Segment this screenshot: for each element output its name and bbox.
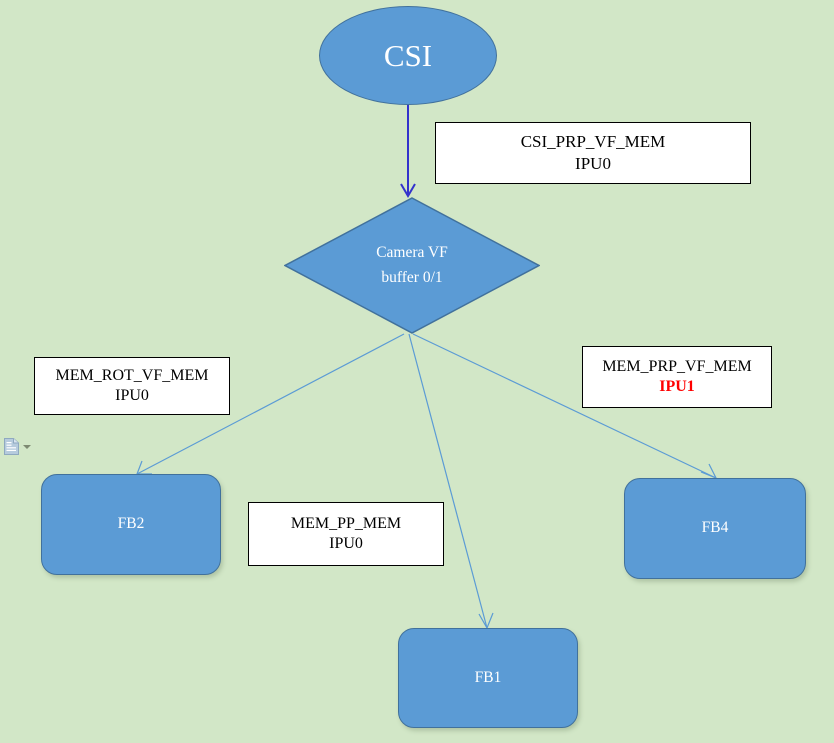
paste-options-smart-tag[interactable] <box>4 438 31 455</box>
annotation-mem-pp-mem-line1: MEM_PP_MEM <box>290 514 402 532</box>
annotation-mem-rot-vf-mem-line2: IPU0 <box>115 387 149 404</box>
paste-options-icon[interactable] <box>4 438 19 455</box>
node-fb4-label: FB4 <box>701 519 729 537</box>
chevron-down-icon[interactable] <box>23 444 31 449</box>
node-fb4[interactable]: FB4 <box>624 478 806 579</box>
node-fb1[interactable]: FB1 <box>398 628 578 728</box>
annotation-mem-prp-vf-mem-line1: MEM_PRP_VF_MEM <box>602 357 752 375</box>
annotation-mem-pp-mem[interactable]: MEM_PP_MEM IPU0 <box>248 502 444 566</box>
node-csi-label: CSI <box>383 37 433 73</box>
annotation-csi-prp-vf-mem[interactable]: CSI_PRP_VF_MEM IPU0 <box>435 122 751 184</box>
annotation-mem-prp-vf-mem[interactable]: MEM_PRP_VF_MEM IPU1 <box>582 346 772 408</box>
node-camera-vf-buffer-line2: buffer 0/1 <box>381 268 443 286</box>
node-fb2[interactable]: FB2 <box>41 474 221 575</box>
annotation-csi-prp-vf-mem-line1: CSI_PRP_VF_MEM <box>520 132 666 152</box>
node-camera-vf-buffer-text: Camera VF buffer 0/1 <box>284 197 540 334</box>
diamond-shape <box>284 197 540 334</box>
node-fb1-label: FB1 <box>474 668 502 686</box>
node-camera-vf-buffer[interactable]: Camera VF buffer 0/1 <box>284 197 540 334</box>
annotation-mem-rot-vf-mem-line1: MEM_ROT_VF_MEM <box>55 366 209 384</box>
annotation-csi-prp-vf-mem-line2: IPU0 <box>575 154 611 173</box>
annotation-mem-pp-mem-line2: IPU0 <box>329 535 363 552</box>
annotation-mem-rot-vf-mem[interactable]: MEM_ROT_VF_MEM IPU0 <box>34 357 230 415</box>
node-csi[interactable]: CSI <box>319 6 497 105</box>
edge-csi-to-camera-vf-buffer <box>400 104 416 198</box>
node-fb2-label: FB2 <box>117 515 145 533</box>
node-camera-vf-buffer-line1: Camera VF <box>376 244 448 262</box>
annotation-mem-prp-vf-mem-line2: IPU1 <box>659 378 695 395</box>
edge-camera-vf-buffer-to-fb1 <box>408 333 494 630</box>
